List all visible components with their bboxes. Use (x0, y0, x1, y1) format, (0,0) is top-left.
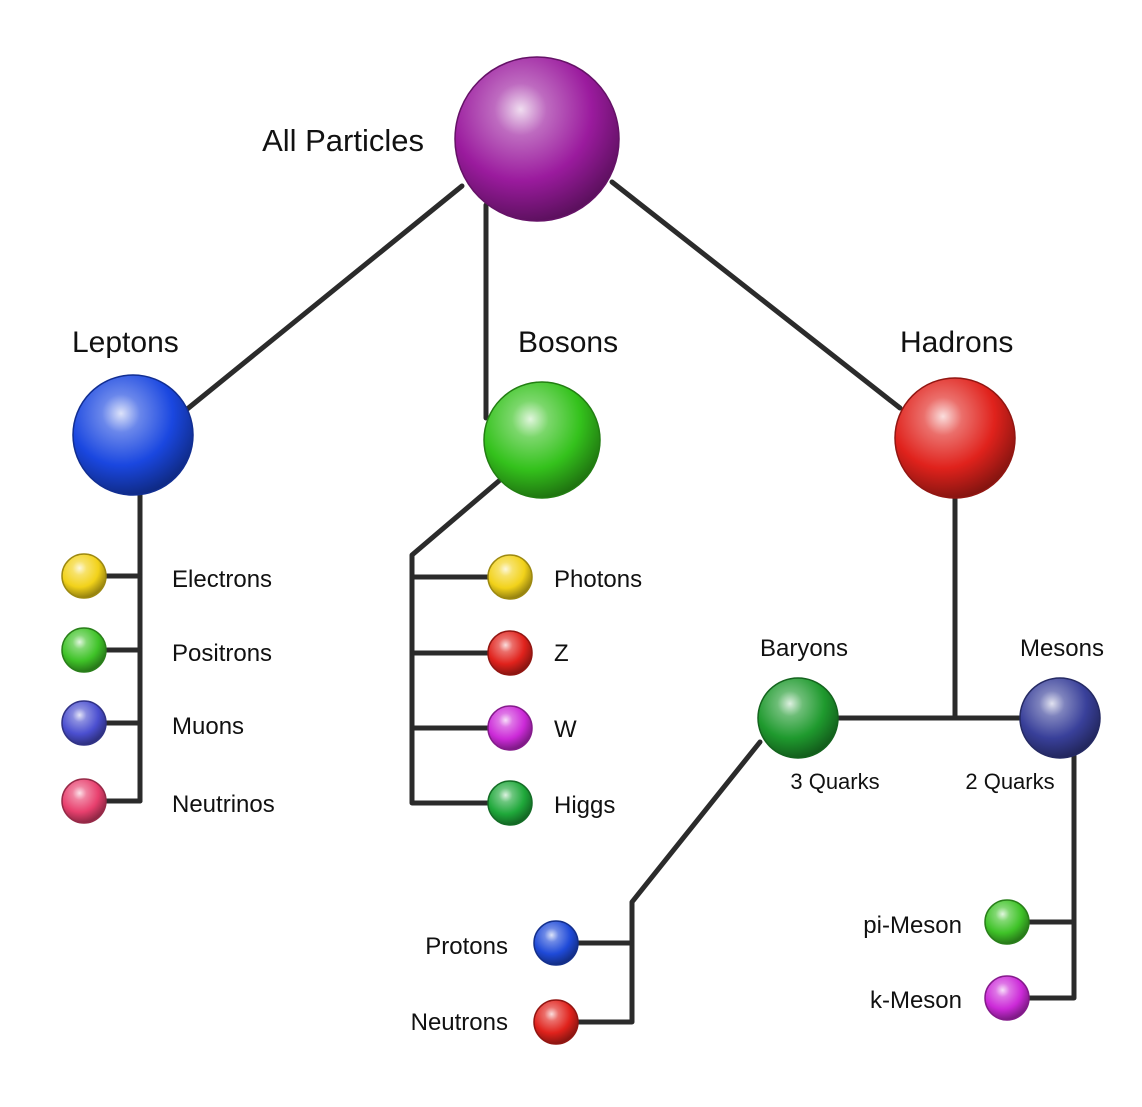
label-mesons: Mesons (1020, 635, 1104, 662)
node-protons[interactable] (533, 920, 579, 966)
label-higgs: Higgs (554, 792, 615, 819)
node-leptons[interactable] (72, 374, 194, 496)
node-positrons[interactable] (61, 627, 107, 673)
label-neutrons: Neutrons (411, 1009, 508, 1036)
label-z: Z (554, 640, 569, 667)
label-mesons-note: 2 Quarks (965, 769, 1054, 794)
particle-nodes (61, 56, 1101, 1045)
connector-root-hadrons (609, 179, 903, 411)
node-neutrons[interactable] (533, 999, 579, 1045)
label-leptons: Leptons (72, 326, 179, 359)
node-neutrinos[interactable] (61, 778, 107, 824)
label-protons: Protons (425, 933, 508, 960)
node-baryons[interactable] (757, 677, 839, 759)
connector-mesons-trunk (1025, 747, 1077, 1001)
node-w[interactable] (487, 705, 533, 751)
connector-bosons-trunk (409, 477, 503, 806)
node-electrons[interactable] (61, 553, 107, 599)
node-all-particles[interactable] (454, 56, 620, 222)
label-k-meson: k-Meson (870, 987, 962, 1014)
label-pi-meson: pi-Meson (863, 912, 962, 939)
node-bosons[interactable] (483, 381, 601, 499)
label-neutrinos: Neutrinos (172, 791, 275, 818)
label-bosons: Bosons (518, 326, 618, 359)
label-positrons: Positrons (172, 640, 272, 667)
node-pi-meson[interactable] (984, 899, 1030, 945)
node-muons[interactable] (61, 700, 107, 746)
node-z[interactable] (487, 630, 533, 676)
label-baryons-note: 3 Quarks (790, 769, 879, 794)
node-mesons[interactable] (1019, 677, 1101, 759)
connectors (101, 179, 1077, 1025)
connector-baryons-trunk (572, 739, 763, 1025)
node-hadrons[interactable] (894, 377, 1016, 499)
label-muons: Muons (172, 713, 244, 740)
label-hadrons: Hadrons (900, 326, 1013, 359)
label-all-particles: All Particles (262, 123, 424, 158)
node-k-meson[interactable] (984, 975, 1030, 1021)
node-photons[interactable] (487, 554, 533, 600)
label-w: W (554, 716, 577, 743)
node-higgs[interactable] (487, 780, 533, 826)
label-photons: Photons (554, 566, 642, 593)
connector-root-leptons (183, 183, 465, 413)
labels: All Particles Leptons Bosons Hadrons Ele… (72, 123, 1104, 1036)
label-electrons: Electrons (172, 566, 272, 593)
label-baryons: Baryons (760, 635, 848, 662)
